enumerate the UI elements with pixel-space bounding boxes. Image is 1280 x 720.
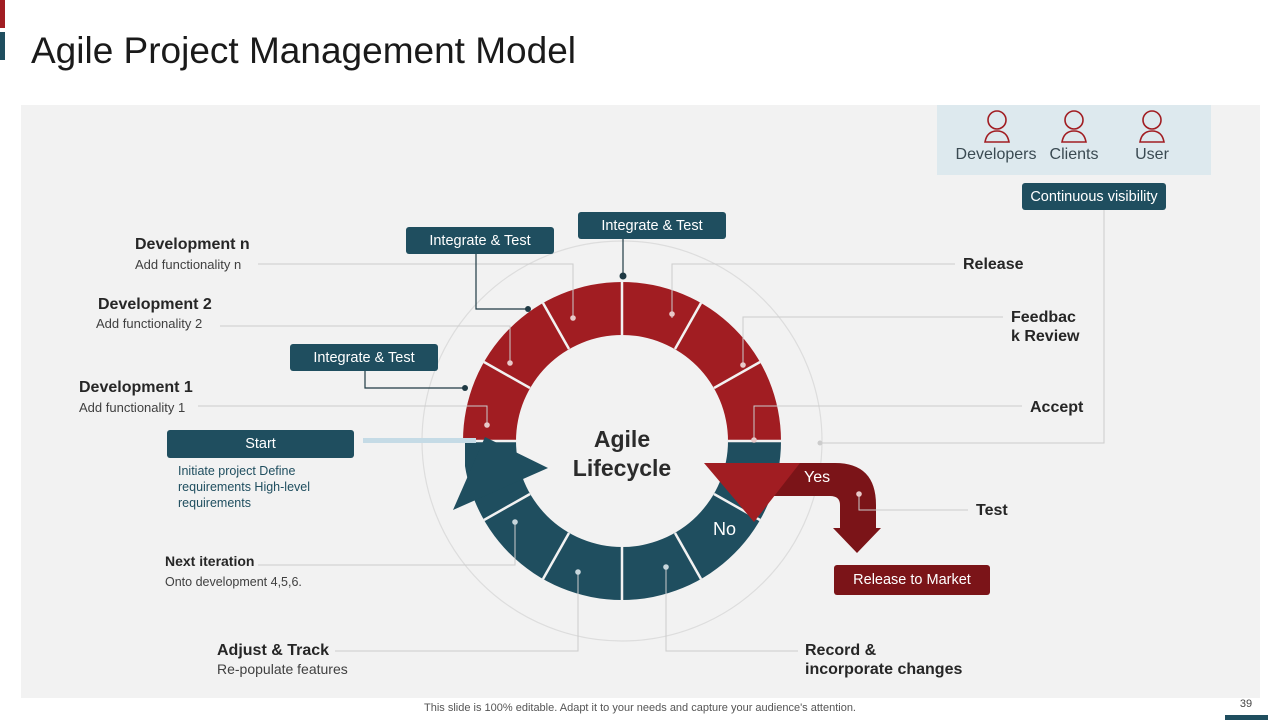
integrate-test-pill-top: Integrate & Test <box>578 212 726 239</box>
title-accent-teal <box>0 32 5 60</box>
record-line-1: Record & <box>805 642 877 659</box>
page-number-bar <box>1225 715 1268 720</box>
footer-note: This slide is 100% editable. Adapt it to… <box>424 702 856 714</box>
stakeholder-user: User <box>1135 146 1169 163</box>
development-2-sub: Add functionality 2 <box>96 316 203 331</box>
yes-arrow-path <box>760 463 881 553</box>
start-description: Initiate project Define requirements Hig… <box>178 464 311 510</box>
page-title: Agile Project Management Model <box>31 30 577 71</box>
red-arrowhead <box>704 463 800 522</box>
stakeholders-box <box>937 105 1211 175</box>
continuous-visibility-pill: Continuous visibility <box>1022 183 1166 210</box>
release-label: Release <box>963 256 1024 273</box>
release-to-market-pill: Release to Market <box>834 565 990 595</box>
integrate-test-pill-left: Integrate & Test <box>406 227 554 254</box>
test-label: Test <box>976 502 1008 519</box>
person-icon <box>984 110 1010 143</box>
ring-teal-segment <box>463 441 781 600</box>
start-connector <box>363 438 476 443</box>
start-pill: Start <box>167 430 354 458</box>
center-label: Agile Lifecycle <box>562 425 682 483</box>
development-2-title: Development 2 <box>98 296 212 313</box>
next-iteration-title: Next iteration <box>165 553 255 569</box>
development-1-sub: Add functionality 1 <box>79 400 186 415</box>
feedback-review-line-1: Feedbac <box>1011 309 1076 326</box>
person-icon <box>1061 110 1087 143</box>
integrate-connectors <box>364 239 624 389</box>
center-line-2: Lifecycle <box>572 455 672 481</box>
stakeholder-developers: Developers <box>955 146 1037 163</box>
center-line-1: Agile <box>593 426 651 452</box>
development-1-title: Development 1 <box>79 379 193 396</box>
record-line-2: incorporate changes <box>805 661 963 678</box>
accept-label: Accept <box>1030 399 1084 416</box>
adjust-track-sub: Re-populate features <box>217 661 348 677</box>
connector-lines <box>198 209 1105 652</box>
ring-gap-left <box>455 441 465 471</box>
visibility-dot <box>817 440 823 446</box>
segment-dots <box>484 311 862 497</box>
teal-arrowhead <box>453 437 548 510</box>
person-icon <box>1139 110 1165 143</box>
development-n-title: Development n <box>135 236 250 253</box>
segment-dots-teal <box>512 519 669 575</box>
development-n-sub: Add functionality n <box>135 257 242 272</box>
feedback-review-line-2: k Review <box>1011 328 1080 345</box>
next-iteration-sub: Onto development 4,5,6. <box>165 575 302 589</box>
title-accent-red <box>0 0 5 28</box>
adjust-track-title: Adjust & Track <box>217 642 330 659</box>
yes-label: Yes <box>804 469 831 486</box>
integrate-test-pill-lower: Integrate & Test <box>290 344 438 371</box>
stakeholder-clients: Clients <box>1049 146 1099 163</box>
ring-red-segment <box>463 282 781 441</box>
no-label: No <box>713 519 737 539</box>
page-number: 39 <box>1239 698 1253 710</box>
integrate-connector-dots <box>462 272 627 391</box>
